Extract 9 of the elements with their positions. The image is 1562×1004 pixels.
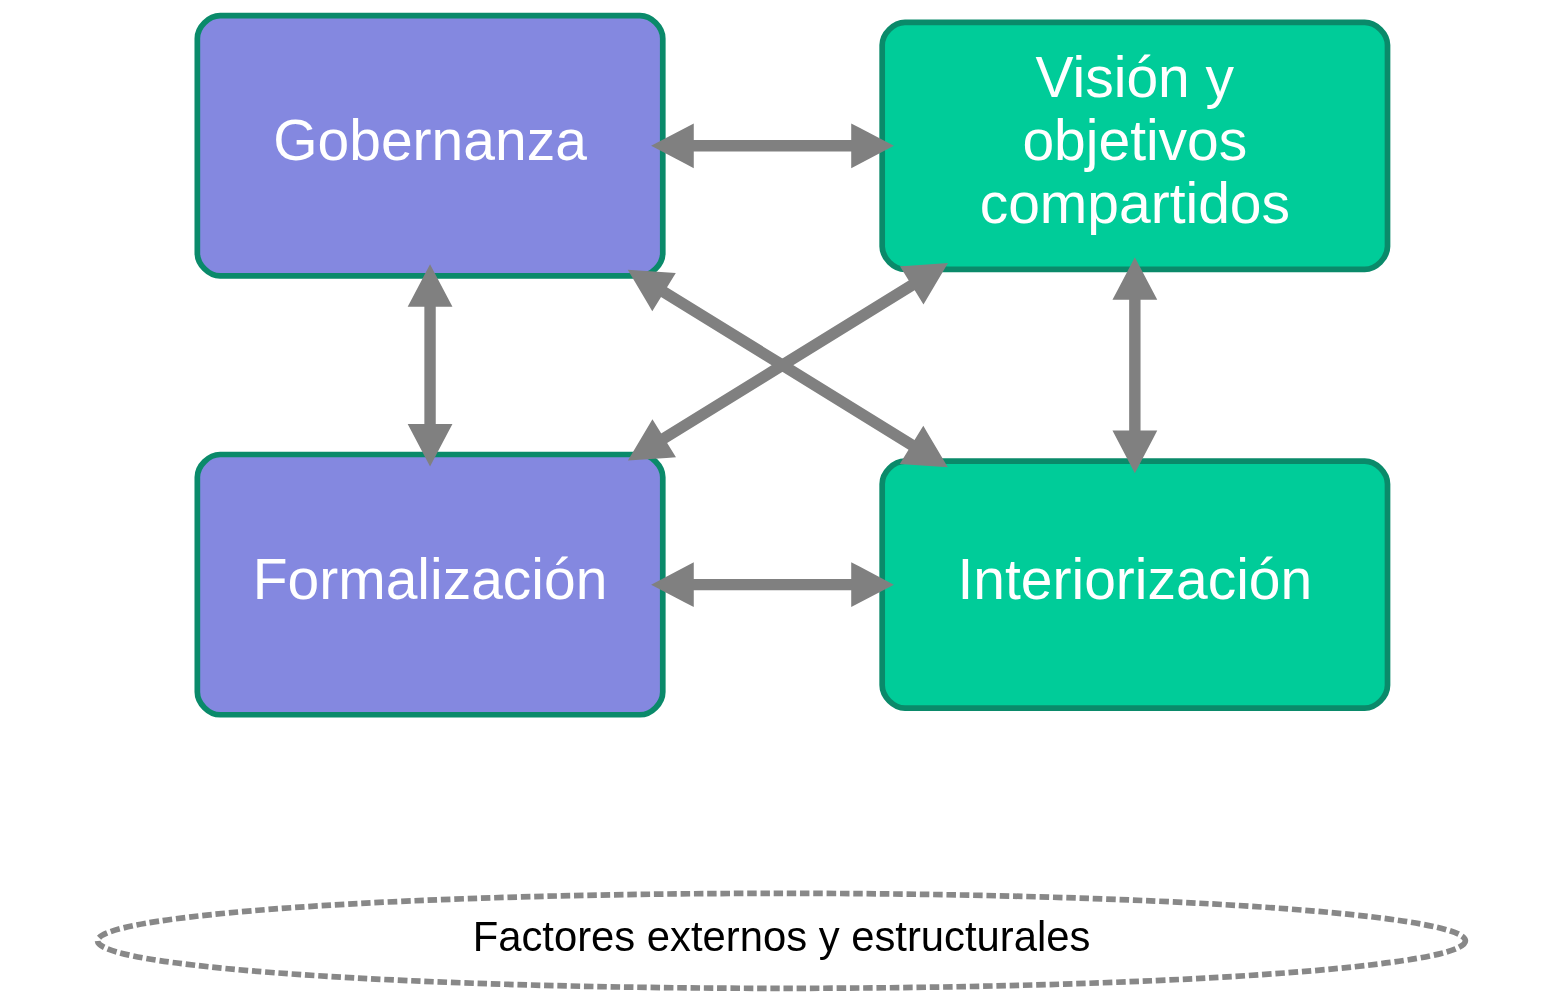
arrow [1111,257,1157,474]
node-box: Gobernanza [194,12,666,279]
arrow [650,562,894,607]
arrow [407,264,452,467]
node-box: Visión y objetivos compartidos [878,19,1390,273]
node-ellipse: Factores externos y estructurales [94,890,1468,992]
node-box: Formalización [194,451,666,718]
arrow [650,123,894,169]
node-box: Interiorización [878,458,1390,711]
